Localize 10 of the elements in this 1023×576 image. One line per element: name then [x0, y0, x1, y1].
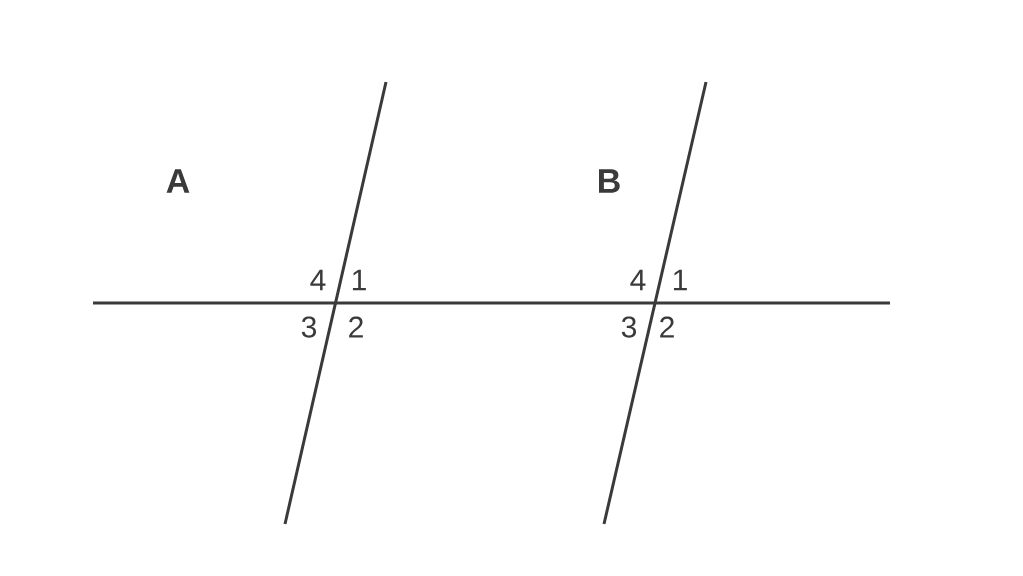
angle-name: A	[166, 169, 190, 193]
angle-name: B	[599, 169, 620, 193]
angle-number: 1	[352, 269, 366, 291]
angle-number: 4	[310, 269, 326, 291]
angle-number: 2	[660, 316, 674, 338]
angle-number: 1	[673, 269, 687, 291]
angle-number: 3	[301, 316, 317, 338]
angle-number: 3	[621, 316, 637, 338]
angle-number: 4	[630, 269, 646, 291]
angle-number: 2	[349, 316, 363, 338]
